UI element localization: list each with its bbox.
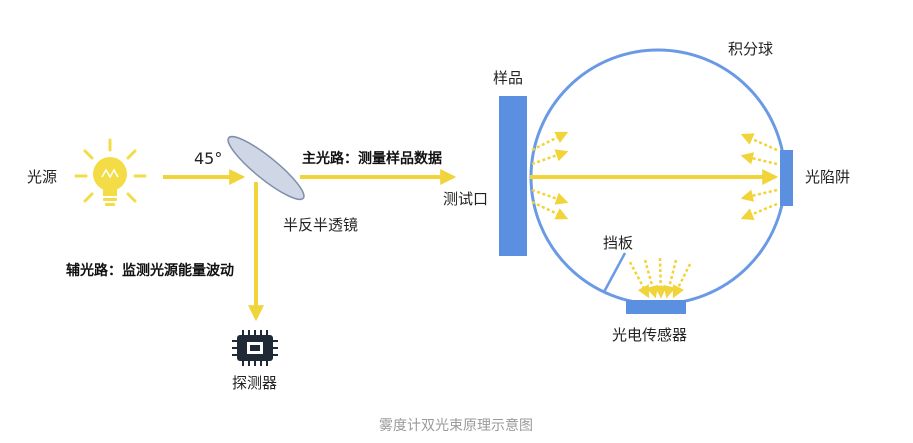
integrating-sphere-label: 积分球	[728, 40, 773, 58]
sample-label: 样品	[493, 69, 523, 87]
baffle-label: 挡板	[603, 234, 633, 252]
beam-splitter-mirror	[227, 135, 305, 201]
scattered-light-sample	[531, 131, 569, 220]
aux-path-label: 辅光路：监测光源能量波动	[66, 262, 234, 279]
angle-label: 45°	[194, 149, 222, 168]
photo-sensor	[626, 300, 686, 314]
light-trap-label: 光陷阱	[805, 168, 850, 186]
figure-caption: 雾度计双光束原理示意图	[379, 417, 533, 434]
chip-icon	[232, 330, 278, 366]
beam-splitter-label: 半反半透镜	[283, 216, 358, 234]
main-path-label: 主光路：测量样品数据	[302, 150, 442, 167]
photo-sensor-label: 光电传感器	[612, 326, 687, 344]
light-trap	[780, 150, 793, 206]
baffle	[602, 252, 627, 293]
sample-plate	[499, 96, 527, 256]
light-source-label: 光源	[27, 168, 57, 186]
test-port-label: 测试口	[443, 190, 488, 208]
light-bulb-icon	[74, 138, 147, 206]
scattered-light-sensor	[628, 257, 692, 299]
detector-label: 探测器	[232, 374, 277, 392]
scattered-light-trap	[740, 133, 778, 220]
